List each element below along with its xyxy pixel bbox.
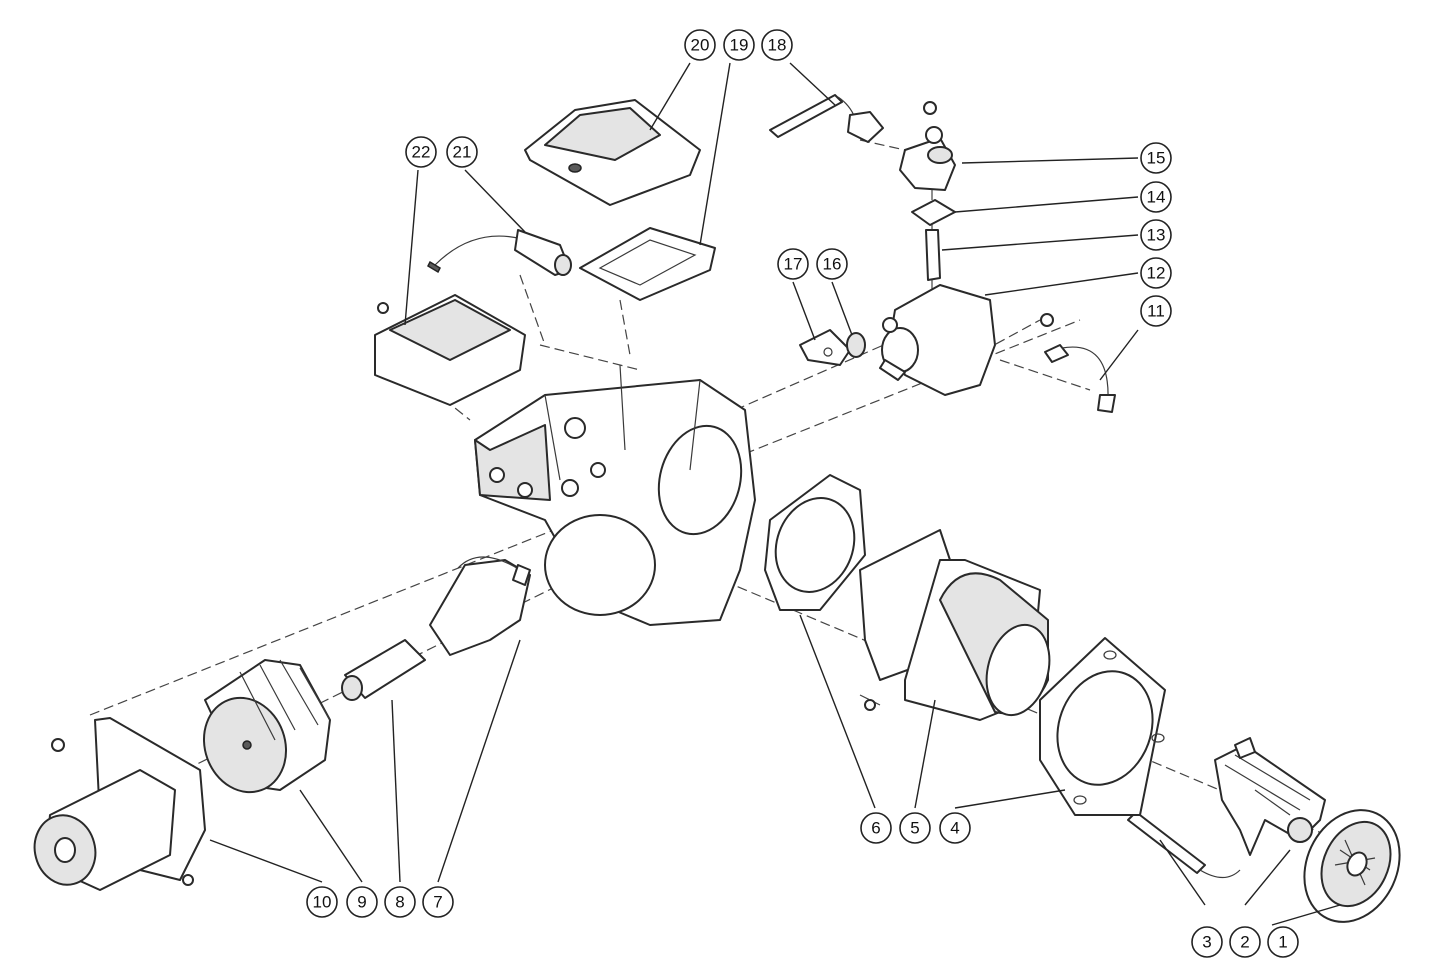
svg-text:11: 11 — [1147, 302, 1165, 321]
svg-text:15: 15 — [1147, 149, 1166, 168]
callout-17[interactable]: 17 — [777, 248, 809, 280]
callout-12[interactable]: 12 — [1140, 257, 1172, 289]
svg-text:17: 17 — [784, 255, 803, 274]
callout-5[interactable]: 5 — [899, 812, 931, 844]
svg-text:6: 6 — [871, 819, 880, 838]
part-10-motor — [33, 717, 206, 891]
part-2-electrode-assembly — [1214, 737, 1326, 856]
part-20-cover — [524, 99, 701, 206]
svg-text:19: 19 — [730, 36, 749, 55]
callout-18[interactable]: 18 — [761, 29, 793, 61]
callout-19[interactable]: 19 — [723, 29, 755, 61]
svg-text:13: 13 — [1147, 226, 1166, 245]
part-18-cable-connector — [769, 94, 884, 143]
svg-text:14: 14 — [1147, 188, 1166, 207]
callout-4[interactable]: 4 — [939, 812, 971, 844]
callout-13[interactable]: 13 — [1140, 219, 1172, 251]
callout-9[interactable]: 9 — [346, 886, 378, 918]
part-13-stem — [925, 229, 941, 281]
part-16-coupling-gear — [846, 332, 866, 358]
callout-1[interactable]: 1 — [1267, 926, 1299, 958]
callout-14[interactable]: 14 — [1140, 181, 1172, 213]
part-5-air-tube — [859, 529, 1051, 721]
part-15-solenoid-coil — [899, 101, 956, 191]
svg-text:4: 4 — [950, 819, 959, 838]
callout-15[interactable]: 15 — [1140, 142, 1172, 174]
svg-text:3: 3 — [1202, 933, 1211, 952]
svg-text:16: 16 — [823, 255, 842, 274]
callout-20[interactable]: 20 — [684, 29, 716, 61]
part-17-coupling-plate — [799, 329, 851, 366]
part-14-plate — [911, 199, 956, 226]
part-19-cover-gasket — [579, 227, 716, 301]
callout-2[interactable]: 2 — [1229, 926, 1261, 958]
callout-7[interactable]: 7 — [422, 886, 454, 918]
part-21-cable — [427, 229, 572, 276]
callout-22[interactable]: 22 — [405, 136, 437, 168]
part-8-capacitor — [341, 639, 426, 701]
svg-text:22: 22 — [412, 143, 431, 162]
svg-text:18: 18 — [768, 36, 787, 55]
svg-text:7: 7 — [433, 893, 442, 912]
part-1-cone — [1303, 809, 1401, 923]
svg-text:5: 5 — [910, 819, 919, 838]
callout-6[interactable]: 6 — [860, 812, 892, 844]
callout-3[interactable]: 3 — [1191, 926, 1223, 958]
callout-16[interactable]: 16 — [816, 248, 848, 280]
part-3-rod — [1127, 811, 1241, 879]
part-22-control-box — [374, 294, 526, 406]
part-12-fuel-pump — [879, 284, 996, 396]
callout-10[interactable]: 10 — [306, 886, 338, 918]
callout-8[interactable]: 8 — [384, 886, 416, 918]
svg-text:9: 9 — [357, 893, 366, 912]
main-housing — [474, 364, 756, 626]
part-9-fan-wheel — [202, 659, 331, 794]
svg-text:1: 1 — [1278, 933, 1287, 952]
svg-text:2: 2 — [1240, 933, 1249, 952]
callout-21[interactable]: 21 — [446, 136, 478, 168]
svg-text:10: 10 — [313, 893, 332, 912]
part-4-flange-plate — [1039, 637, 1166, 816]
svg-text:8: 8 — [395, 893, 404, 912]
part-7-air-guide — [429, 556, 531, 656]
part-6-gasket — [764, 474, 866, 611]
svg-text:21: 21 — [453, 143, 472, 162]
leader-lines — [209, 62, 1341, 926]
callout-balloons: 1 2 3 4 5 6 7 8 9 10 11 12 13 14 15 16 1… — [306, 29, 1299, 958]
svg-text:12: 12 — [1147, 264, 1166, 283]
part-11-hose — [1040, 313, 1116, 413]
callout-11[interactable]: 11 — [1140, 295, 1172, 327]
svg-text:20: 20 — [691, 36, 710, 55]
